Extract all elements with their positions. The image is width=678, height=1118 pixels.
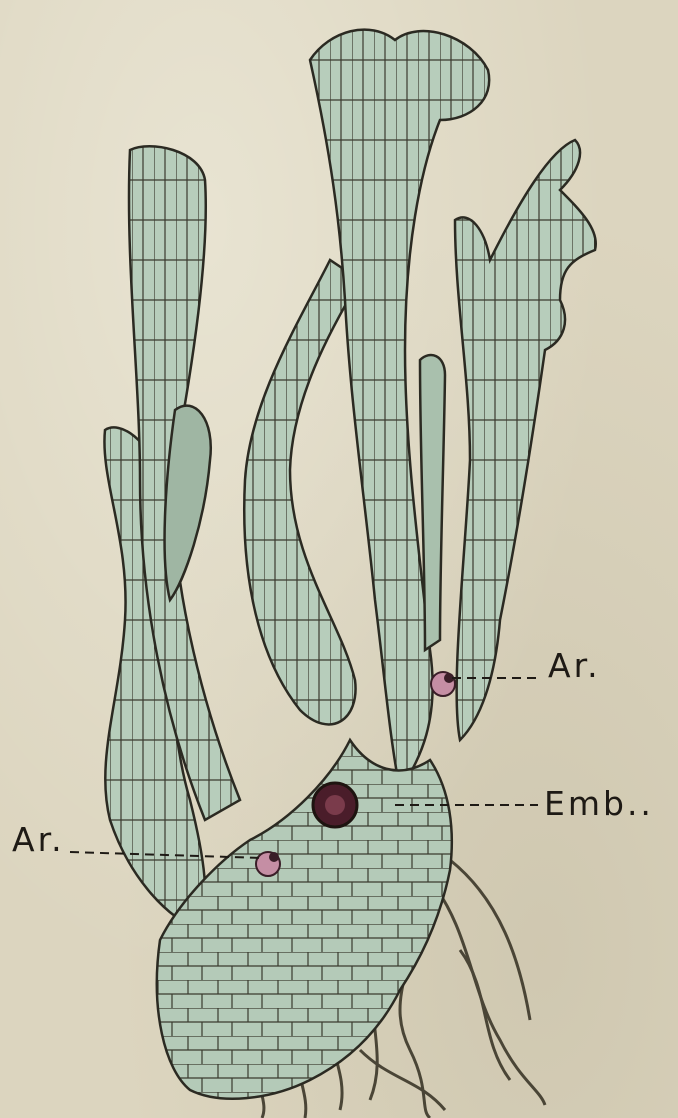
label-embryo: Emb.. xyxy=(544,784,654,823)
label-archegonium-left: Ar. xyxy=(12,820,65,859)
label-archegonium-right: Ar. xyxy=(548,646,601,685)
